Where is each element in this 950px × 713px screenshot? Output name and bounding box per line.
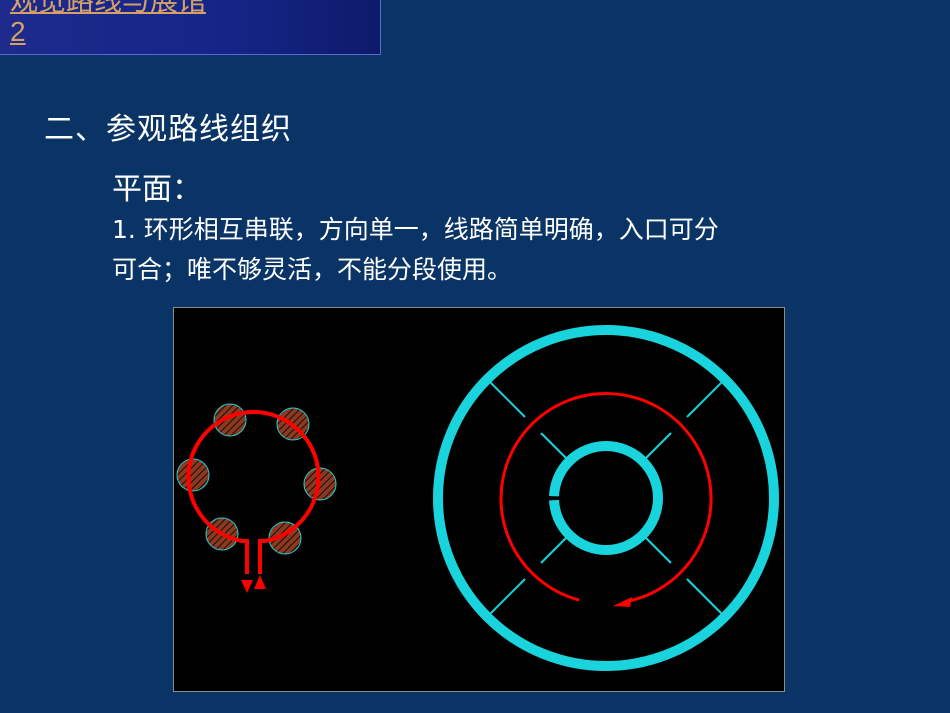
entry-path xyxy=(258,539,265,574)
small-loop-plan xyxy=(176,403,337,593)
description-line-2: 可合；唯不够灵活，不能分段使用。 xyxy=(112,255,513,284)
diagram-canvas xyxy=(176,325,779,671)
description-line-1: 1. 环形相互串联，方向单一，线路简单明确，入口可分 xyxy=(112,215,719,244)
description-paragraph: 1. 环形相互串联，方向单一，线路简单明确，入口可分 可合；唯不够灵活，不能分段… xyxy=(112,210,902,290)
partition-walls xyxy=(486,378,726,618)
inner-wall xyxy=(549,441,663,555)
slide-title[interactable]: 观览路线与展馆 xyxy=(10,0,207,16)
section-heading: 二、参观路线组织 xyxy=(44,112,292,147)
circulation-diagram xyxy=(173,307,785,692)
circulation-arrow-icon xyxy=(613,597,632,607)
ring-route xyxy=(499,392,713,603)
exit-path xyxy=(242,539,249,574)
plan-subheading: 平面： xyxy=(112,172,202,207)
loop-route xyxy=(186,410,321,543)
down-arrow-icon xyxy=(241,580,253,593)
slide-title-banner: 观览路线与展馆 2 xyxy=(0,0,381,55)
concentric-ring-plan xyxy=(433,325,779,671)
outer-wall xyxy=(433,325,779,671)
exhibit-node xyxy=(176,458,210,492)
slide-title-number[interactable]: 2 xyxy=(10,16,26,47)
up-arrow-icon xyxy=(254,575,266,589)
